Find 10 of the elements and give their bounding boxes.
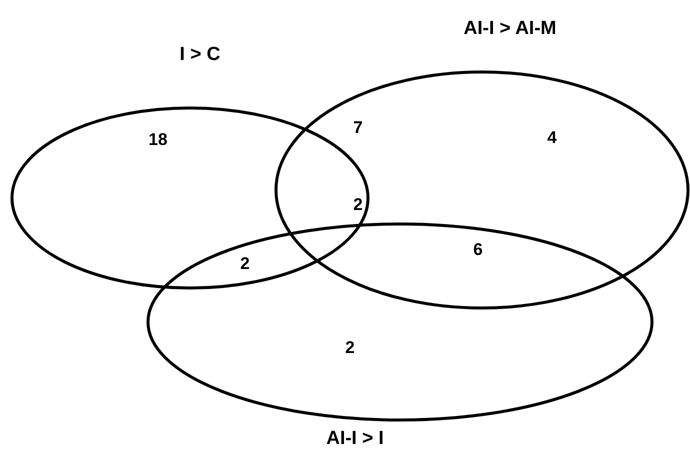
- region-count: 6: [473, 240, 483, 260]
- region-count: 2: [240, 254, 250, 274]
- region-count: 4: [547, 128, 557, 148]
- region-count: 7: [353, 118, 363, 138]
- set-label: I > C: [180, 44, 220, 66]
- region-count: 18: [148, 130, 168, 150]
- region-count: 2: [353, 195, 363, 215]
- set-label: AI-I > AI-M: [464, 18, 556, 40]
- set-label: AI-I > I: [326, 428, 384, 450]
- region-count: 2: [345, 338, 355, 358]
